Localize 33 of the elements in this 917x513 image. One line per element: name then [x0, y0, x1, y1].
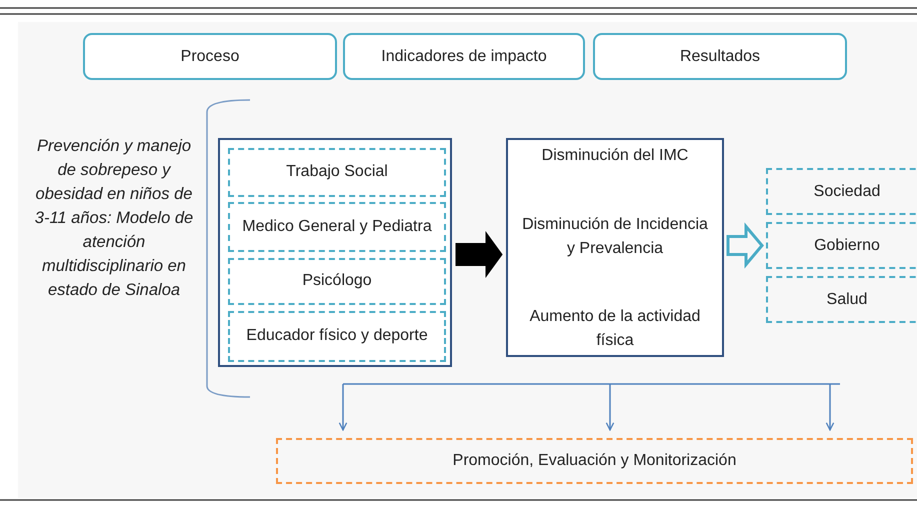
result-box — [766, 276, 917, 323]
box-text: Psicólogo — [302, 271, 372, 292]
box-text: Resultados — [680, 46, 760, 66]
arrow — [606, 384, 614, 431]
box-text: Disminución del IMC — [542, 146, 688, 166]
box-text: Educador físico y deporte — [246, 326, 428, 346]
box-text: Disminución de Incidencia y Prevalencia — [521, 214, 709, 258]
box-text: Salud — [826, 290, 868, 310]
result-box — [766, 222, 917, 269]
result-box — [766, 168, 917, 215]
box-text: Indicadores de impacto — [381, 46, 547, 66]
box-text: Proceso — [180, 46, 240, 66]
title-text: Prevención y manejo de sobrepeso y obesidad en niños de 3-11 años: Modelo de atención multidisciplinario en estado de Sinaloa — [34, 136, 194, 301]
outcome-box — [276, 438, 913, 484]
arrow — [338, 384, 348, 431]
header-box — [343, 33, 585, 80]
box-text: Aumento de la actividad física — [528, 307, 702, 351]
box-text: Trabajo Social — [286, 162, 388, 182]
role-box — [228, 148, 446, 197]
role-box — [228, 202, 446, 252]
impact-box — [506, 138, 724, 357]
header-box — [593, 33, 847, 80]
block-arrow — [726, 222, 764, 269]
box-text: Promoción, Evaluación y Monitorización — [452, 451, 736, 471]
block-arrow — [456, 230, 503, 278]
box-text: Medico General y Pediatra — [242, 216, 432, 237]
role-box — [228, 258, 446, 305]
role-box — [228, 311, 446, 362]
box-text: Sociedad — [814, 182, 880, 202]
arrow — [826, 384, 834, 431]
box-text: Gobierno — [814, 236, 880, 256]
process-box — [218, 138, 452, 367]
header-box — [83, 33, 337, 80]
